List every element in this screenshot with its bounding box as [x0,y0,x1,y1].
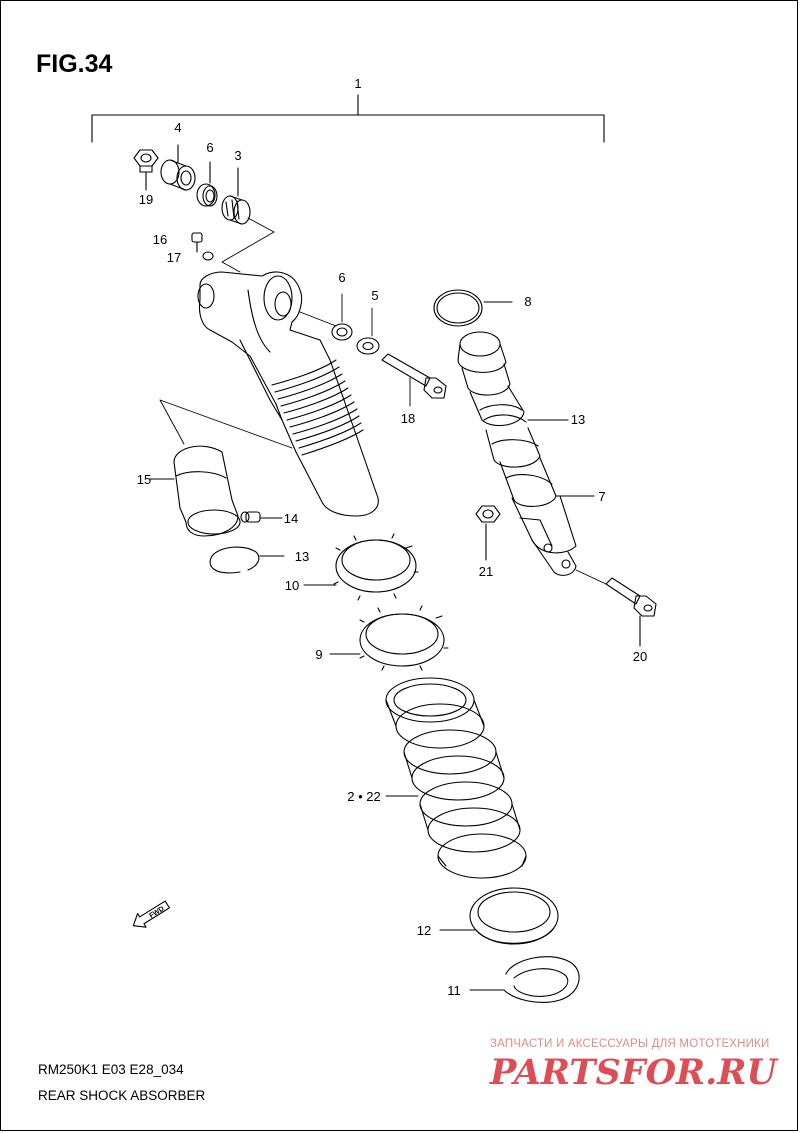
callout-8: 8 [524,294,531,309]
part-16-bleed-screw[interactable] [191,232,203,253]
part-2-22-spring[interactable] [385,677,527,879]
callout-13-left: 13 [295,549,309,564]
callout-4: 4 [174,120,181,135]
fwd-label: FWD [148,905,165,919]
watermark-tagline: ЗАПЧАСТИ И АКСЕССУАРЫ ДЛЯ МОТОТЕХНИКИ [490,1038,770,1050]
callout-7: 7 [598,489,605,504]
callout-6-lower: 6 [338,270,345,285]
callout-10: 10 [285,578,299,593]
callout-12: 12 [417,923,431,938]
part-4-collar[interactable] [160,144,196,191]
fwd-badge: FWD [132,900,170,928]
watermark-logo: PARTSFOR.RU [490,1052,777,1093]
callout-15: 15 [137,472,151,487]
model-code: RM250K1 E03 E28_034 [38,1062,184,1077]
part-10-lock-ring[interactable] [303,533,419,601]
callout-2-22: 2 • 22 [347,789,380,804]
callout-11: 11 [447,983,461,998]
part-21-nut[interactable] [475,505,501,561]
part-9-adjuster-ring[interactable] [329,605,449,671]
part-6-seal-upper[interactable] [196,161,218,207]
callout-5: 5 [371,288,378,303]
part-11-spring-stopper[interactable] [469,956,580,1003]
part-15-reservoir[interactable] [149,445,241,537]
callout-20: 20 [633,649,647,664]
part-17-o-ring[interactable] [202,251,214,261]
part-3-bearing[interactable] [221,167,251,225]
diagram-subtitle: REAR SHOCK ABSORBER [38,1088,206,1103]
callout-18: 18 [401,411,415,426]
callout-1: 1 [354,76,361,91]
figure-title: FIG.34 [36,50,113,78]
callout-9: 9 [315,647,322,662]
callout-6-upper: 6 [206,140,213,155]
callout-13-right: 13 [571,412,585,427]
assembly-bracket [91,94,605,143]
part-6-seal-lower[interactable] [331,323,353,341]
shock-absorber-body[interactable] [197,271,379,517]
callout-14: 14 [284,511,298,526]
damper-rod-assembly[interactable] [457,331,595,576]
callout-21: 21 [479,564,493,579]
part-5-washer[interactable] [356,337,380,355]
forward-arrow-icon [132,900,170,928]
callout-16: 16 [153,232,167,247]
part-18-bolt[interactable] [381,353,447,399]
part-8-o-ring[interactable] [433,289,513,327]
part-12-spring-seat[interactable] [439,887,559,945]
part-20-bolt[interactable] [575,569,657,647]
part-13-circlip-left[interactable] [209,546,285,574]
callout-17: 17 [167,250,181,265]
callout-19: 19 [139,192,153,207]
part-19-nut[interactable] [133,149,159,191]
part-14-valve[interactable] [240,511,283,523]
callout-3: 3 [234,148,241,163]
